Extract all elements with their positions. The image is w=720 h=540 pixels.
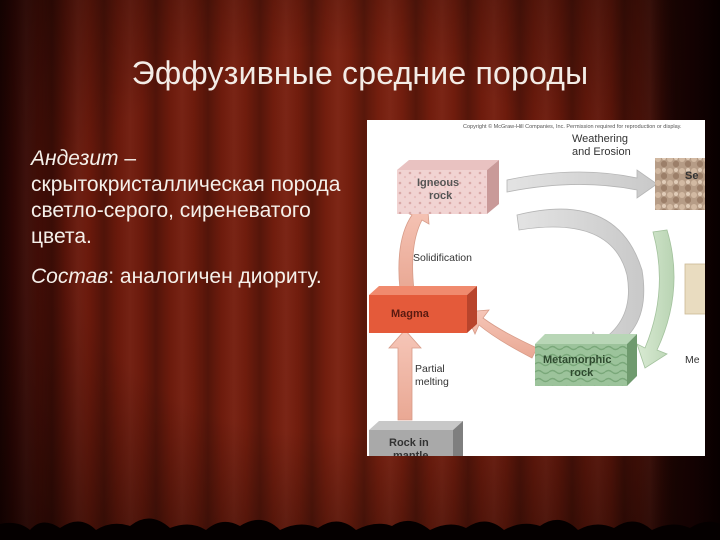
igneous-rock-block: Igneous rock xyxy=(397,160,499,214)
andesite-paragraph: Андезит – скрытокристаллическая порода св… xyxy=(31,146,361,250)
mantle-label-line1: Rock in xyxy=(389,437,429,449)
andesite-description: скрытокристаллическая порода светло-серо… xyxy=(31,173,341,248)
rock-cycle-figure: Copyright © McGraw-Hill Companies, Inc. … xyxy=(367,120,705,456)
composition-term: Состав xyxy=(31,265,109,288)
partial-melting-label-line2: melting xyxy=(415,376,449,388)
metamorphic-label-line1: Metamorphic xyxy=(543,354,611,366)
composition-value: аналогичен диориту. xyxy=(114,265,322,288)
partial-melting-arrow xyxy=(388,329,422,421)
magma-label: Magma xyxy=(391,308,430,320)
sediment-label-partial: Se xyxy=(685,170,698,182)
andesite-term: Андезит xyxy=(31,147,119,170)
rock-cycle-diagram: Copyright © McGraw-Hill Companies, Inc. … xyxy=(369,123,705,456)
weathering-arrow xyxy=(506,169,658,199)
slide-body: Андезит – скрытокристаллическая порода св… xyxy=(31,146,361,304)
weathering-label-line2: and Erosion xyxy=(572,146,631,158)
sedimentary-rock-partial-block xyxy=(684,263,705,315)
igneous-label-line2: rock xyxy=(429,190,453,202)
andesite-dash: – xyxy=(118,147,137,170)
figure-copyright: Copyright © McGraw-Hill Companies, Inc. … xyxy=(463,123,682,130)
partial-melting-label-line1: Partial xyxy=(415,363,445,375)
igneous-label-line1: Igneous xyxy=(417,177,459,189)
sediment-block: Se xyxy=(655,158,705,210)
weathering-label-line1: Weathering xyxy=(572,133,628,145)
mantle-rock-block: Rock in mantle xyxy=(369,421,463,456)
metamorphism-label-partial: Me xyxy=(685,354,700,366)
composition-paragraph: Состав: аналогичен диориту. xyxy=(31,264,361,290)
metamorphic-label-line2: rock xyxy=(570,367,594,379)
sediment-to-metamorphic-arrow xyxy=(636,229,675,369)
curtain-bottom-fringe xyxy=(0,518,720,540)
slide-title: Эффузивные средние породы xyxy=(131,55,589,91)
metamorphic-rock-block: Metamorphic rock xyxy=(535,334,637,386)
solidification-label: Solidification xyxy=(413,252,472,264)
magma-block: Magma xyxy=(369,286,477,333)
mantle-label-line2: mantle xyxy=(393,450,428,456)
composition-colon: : xyxy=(108,265,115,288)
